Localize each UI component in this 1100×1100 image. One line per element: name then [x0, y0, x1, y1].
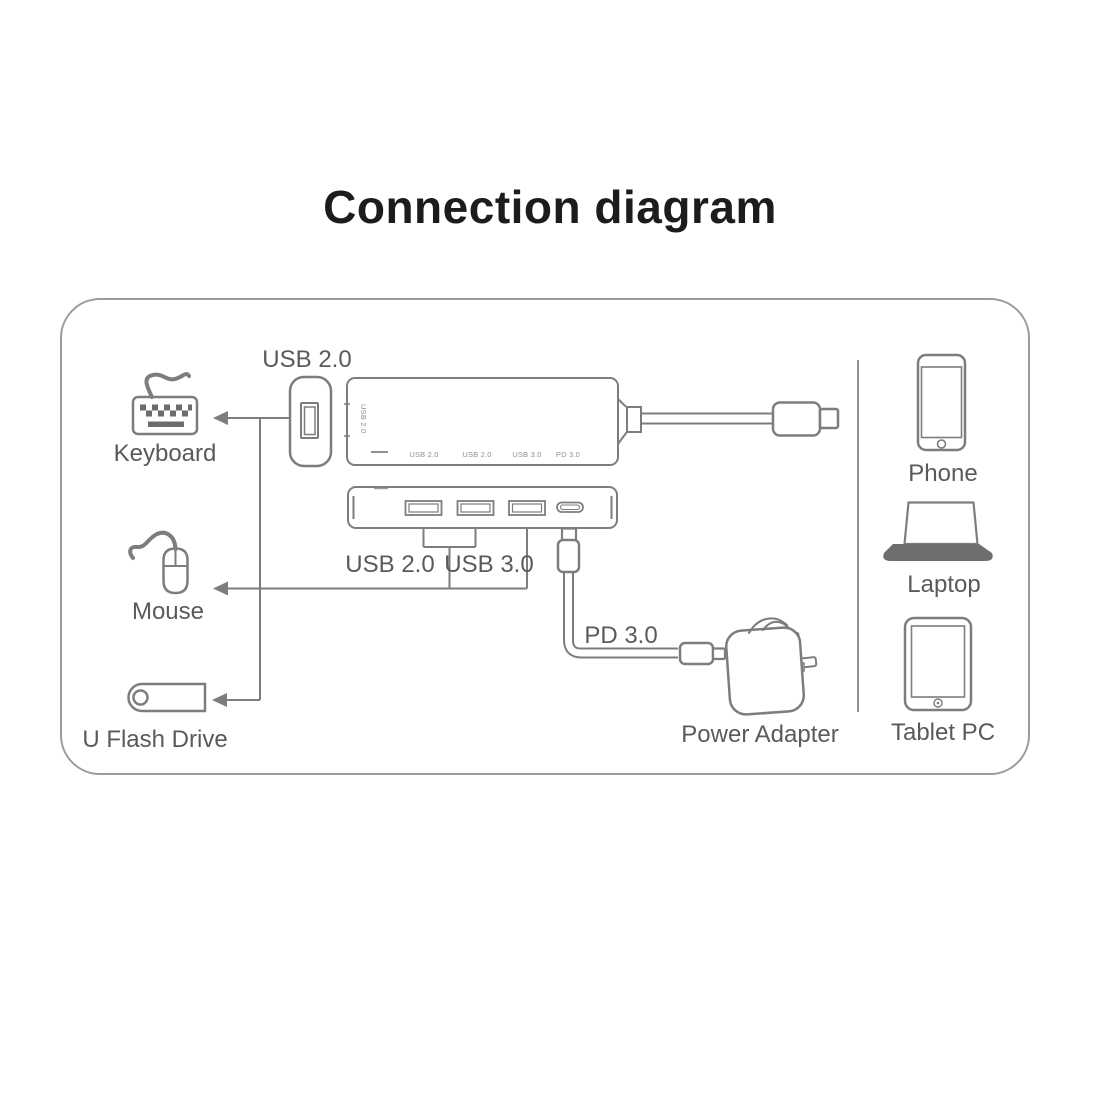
arrow-to-mouse	[213, 581, 228, 596]
usb-c-connector-to-host	[771, 401, 822, 437]
page-title: Connection diagram	[323, 181, 777, 233]
power-adapter-label: Power Adapter	[681, 721, 838, 748]
arrow-to-flash-drive	[212, 693, 227, 707]
pd-power-cable	[556, 527, 727, 666]
pd-cable-label: PD 3.0	[584, 622, 657, 649]
tablet-icon	[903, 616, 973, 712]
usb-c-port	[556, 501, 584, 513]
hub-front-view	[347, 486, 618, 529]
usb-a-port-3	[508, 500, 546, 516]
usb-c-connector-to-adapter	[678, 641, 715, 666]
hub-engraved-side-label: USB 2.0	[359, 404, 368, 433]
laptop-icon	[883, 501, 993, 561]
mouse-icon	[128, 530, 189, 595]
mouse-label: Mouse	[132, 598, 204, 625]
hub-host-cable	[617, 398, 840, 445]
usb3-group-label: USB 3.0	[444, 551, 533, 578]
usb-a-port-2	[456, 500, 495, 516]
hub-engraved-label-usb3: USB 3.0	[512, 450, 541, 459]
keyboard-icon	[131, 372, 199, 436]
hub-engraved-label-usb2-b: USB 2.0	[462, 450, 491, 459]
usb-flash-drive-icon	[127, 682, 207, 713]
arrow-heads	[212, 411, 228, 707]
flash-drive-label: U Flash Drive	[82, 726, 227, 753]
phone-label: Phone	[908, 460, 977, 487]
arrow-to-keyboard	[213, 411, 228, 425]
usb-c-connector-to-hub	[556, 538, 581, 574]
keyboard-label: Keyboard	[114, 440, 217, 467]
hub-engraved-label-pd: PD 3.0	[556, 450, 580, 459]
laptop-label: Laptop	[907, 571, 980, 598]
power-adapter-icon	[724, 617, 818, 716]
usb-port-magnified-icon	[288, 375, 333, 468]
usb2-magnified-label: USB 2.0	[262, 346, 351, 373]
usb-a-port-1	[404, 500, 443, 516]
connection-lines	[227, 417, 528, 701]
hub-top-view: USB 2.0 USB 2.0 USB 2.0 USB 3.0 PD 3.0	[344, 377, 840, 466]
hub-engraved-label-usb2-a: USB 2.0	[409, 450, 438, 459]
usb2-group-label: USB 2.0	[345, 551, 434, 578]
phone-icon	[916, 353, 967, 452]
tablet-label: Tablet PC	[891, 719, 995, 746]
